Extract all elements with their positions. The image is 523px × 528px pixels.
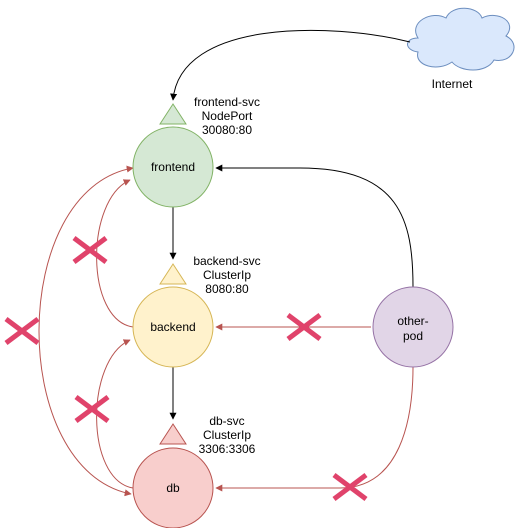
pod-other-label-line1: other- (397, 314, 428, 328)
frontend-svc-label: frontend-svc NodePort 30080:80 (194, 95, 260, 137)
edge-db-to-backend-blocked (96, 339, 134, 489)
svg-text:NodePort: NodePort (202, 109, 253, 123)
svg-text:3306:3306: 3306:3306 (199, 442, 256, 456)
pod-backend-label: backend (150, 320, 195, 334)
blocked-mark-backend-db (74, 395, 110, 423)
db-svc-label: db-svc ClusterIp 3306:3306 (199, 414, 256, 456)
pod-db[interactable]: db (132, 447, 214, 528)
svg-text:ClusterIp: ClusterIp (203, 268, 251, 282)
frontend-svc-triangle (159, 103, 187, 125)
pod-other[interactable]: other- pod (372, 286, 454, 368)
edge-backend-to-frontend-blocked (96, 179, 134, 328)
pod-db-label: db (166, 481, 180, 495)
blocked-mark-otherpod-db (332, 473, 368, 501)
pod-frontend[interactable]: frontend (132, 126, 214, 208)
edge-frontend-db-blocked (38, 165, 134, 497)
svg-text:8080:80: 8080:80 (205, 282, 249, 296)
edge-otherpod-to-frontend (215, 164, 414, 288)
blocked-mark-otherpod-backend (286, 313, 322, 341)
svg-text:backend-svc: backend-svc (193, 254, 260, 268)
blocked-mark-frontend-backend (72, 236, 108, 264)
pod-frontend-label: frontend (151, 160, 195, 174)
pod-other-label-line2: pod (403, 329, 423, 343)
backend-svc-triangle (159, 263, 187, 285)
internet-cloud (407, 7, 515, 71)
internet-label: Internet (432, 77, 473, 91)
svg-text:30080:80: 30080:80 (202, 123, 252, 137)
backend-svc-label: backend-svc ClusterIp 8080:80 (193, 254, 260, 296)
edge-internet-to-frontend (170, 29, 411, 101)
svg-text:db-svc: db-svc (209, 414, 244, 428)
blocked-mark-frontend-db (4, 317, 40, 345)
svg-text:frontend-svc: frontend-svc (194, 95, 260, 109)
pod-backend[interactable]: backend (132, 286, 214, 368)
db-svc-triangle (159, 423, 187, 445)
svg-text:ClusterIp: ClusterIp (203, 428, 251, 442)
